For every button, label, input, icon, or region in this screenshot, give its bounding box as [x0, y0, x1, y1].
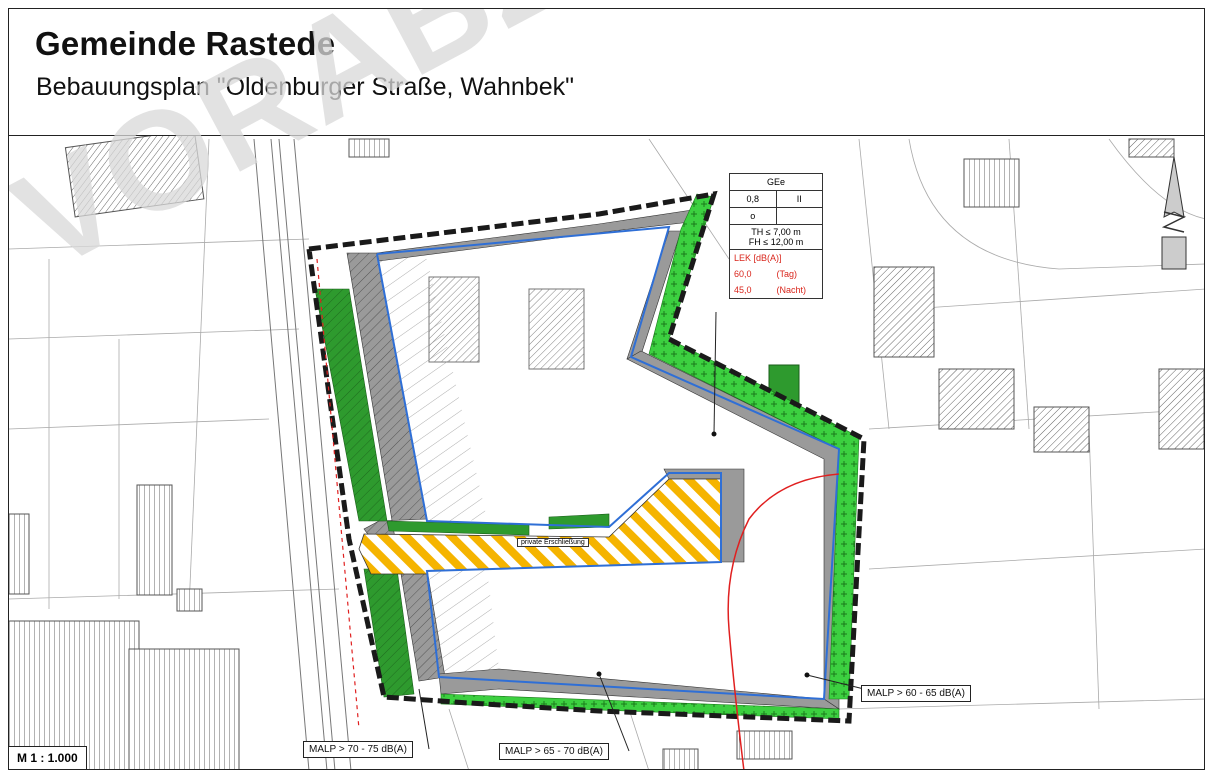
- noise-label-65-70: MALP > 65 - 70 dB(A): [499, 743, 609, 760]
- plan-subtitle: Bebauungsplan "Oldenburger Straße, Wahnb…: [36, 73, 574, 101]
- th-cell: TH ≤ 7,00 m: [751, 227, 801, 237]
- fh-cell: FH ≤ 12,00 m: [748, 237, 804, 247]
- north-arrow-icon: [1161, 156, 1187, 270]
- existing-buildings: [9, 128, 1204, 769]
- leader-dots: [596, 431, 810, 678]
- tag-value: 60,0: [734, 269, 752, 279]
- road-lines: [253, 138, 352, 769]
- private-road-label: private Erschließung: [517, 538, 589, 547]
- nacht-value: 45,0: [734, 285, 752, 295]
- plan-header: Gemeinde Rastede Bebauungsplan "Oldenbur…: [9, 9, 1204, 136]
- tag-label: (Tag): [776, 269, 798, 279]
- plan-frame: Gemeinde Rastede Bebauungsplan "Oldenbur…: [8, 8, 1205, 770]
- noise-label-60-65: MALP > 60 - 65 dB(A): [861, 685, 971, 702]
- leader-lines: [418, 311, 865, 752]
- plan-boundary[interactable]: [306, 190, 867, 724]
- floors-cell: II: [775, 191, 823, 207]
- zoning-table: GEe 0,8 II o TH ≤ 7,00 m FH ≤ 12,00 m LE…: [729, 173, 823, 299]
- scale-label: M 1 : 1.000: [9, 746, 87, 769]
- noise-line: [316, 258, 840, 769]
- building-line: [376, 225, 841, 701]
- page-title: Gemeinde Rastede: [35, 25, 336, 62]
- cadastral-lines: [9, 138, 1204, 769]
- noise-label-70-75: MALP > 70 - 75 dB(A): [303, 741, 413, 758]
- lek-label: LEK [dB(A)]: [734, 253, 782, 263]
- map-canvas[interactable]: [9, 9, 1205, 770]
- empty-cell: [775, 208, 823, 224]
- building-mode-cell: o: [750, 211, 756, 221]
- grz-cell: 0,8: [746, 194, 759, 204]
- nacht-label: (Nacht): [776, 285, 807, 295]
- hatched-zone: [377, 254, 499, 674]
- zone-cell: GEe: [766, 177, 785, 187]
